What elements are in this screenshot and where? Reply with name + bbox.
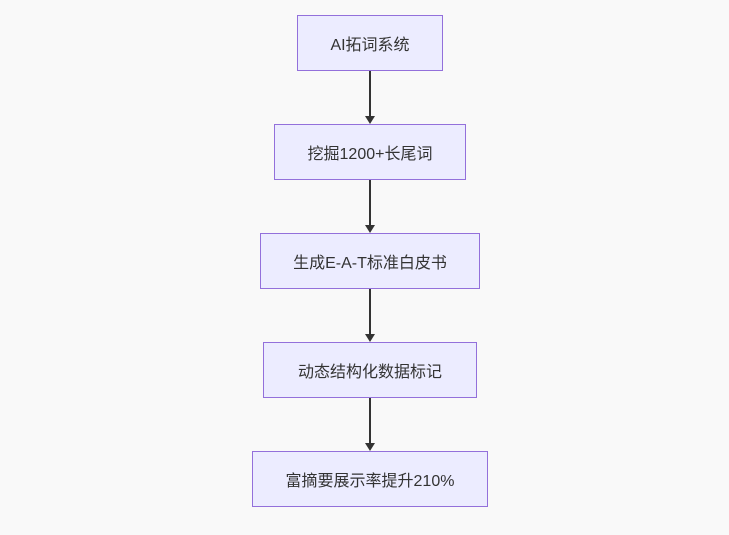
node-rich-snippet-rate: 富摘要展示率提升210% [252,451,488,507]
node-label: 富摘要展示率提升210% [285,473,455,490]
node-structured-data-markup: 动态结构化数据标记 [263,342,477,398]
node-longtail-mining: 挖掘1200+长尾词 [274,124,466,180]
flowchart: AI拓词系统 挖掘1200+长尾词 生成E-A-T标准白皮书 动态结构化数据标记 [252,15,488,507]
arrow-shaft [369,398,371,443]
arrowhead-down-icon [365,225,375,233]
node-label: AI拓词系统 [330,37,410,54]
flow-arrow-1 [365,71,375,124]
flow-arrow-4 [365,398,375,451]
node-eat-whitepaper: 生成E-A-T标准白皮书 [260,233,480,289]
arrow-shaft [369,289,371,334]
arrowhead-down-icon [365,443,375,451]
arrow-shaft [369,180,371,225]
node-label: 生成E-A-T标准白皮书 [293,255,447,272]
arrowhead-down-icon [365,334,375,342]
flow-arrow-3 [365,289,375,342]
node-ai-keyword-system: AI拓词系统 [297,15,443,71]
flow-arrow-2 [365,180,375,233]
arrow-shaft [369,71,371,116]
node-label: 挖掘1200+长尾词 [307,146,433,163]
arrowhead-down-icon [365,116,375,124]
node-label: 动态结构化数据标记 [297,364,442,381]
